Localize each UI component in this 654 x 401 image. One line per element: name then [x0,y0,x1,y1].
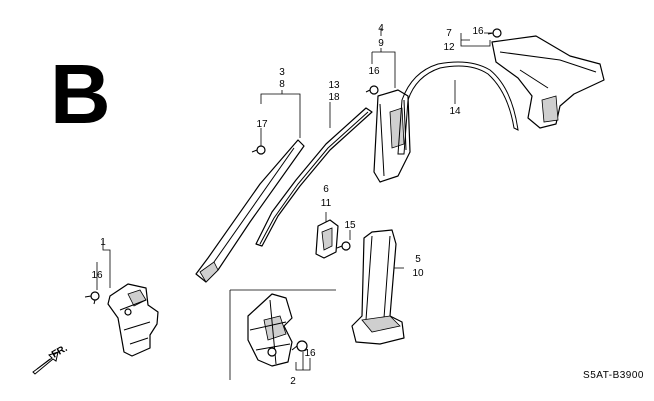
part-center-pillar-lower [351,229,405,345]
callout-3: 3 [279,67,285,78]
callout-18: 18 [328,92,340,103]
part-roof-weatherstrip [397,61,519,155]
callout-16-c: 16 [368,66,380,77]
callout-2: 2 [290,376,296,387]
inset-frame [229,289,336,380]
clip-icon [291,340,308,352]
callout-7: 7 [446,28,452,39]
clip-icon [336,241,351,251]
part-center-pillar-upper [373,89,411,183]
clip-icon [84,291,100,305]
part-rear-pillar-garnish [491,35,605,129]
part-front-pillar-garnish [195,139,305,283]
front-label: FR. [50,343,70,361]
callout-14: 14 [449,106,461,117]
callout-4: 4 [378,23,384,34]
callout-13: 13 [328,80,340,91]
callout-1: 1 [100,237,106,248]
callout-17: 17 [256,119,268,130]
part-lower-front-garnish [107,283,159,357]
callout-16-d: 16 [472,26,484,37]
callout-5: 5 [415,254,421,265]
callout-8: 8 [279,79,285,90]
clip-icon [487,28,502,38]
callout-11: 11 [321,198,332,209]
clip-icon [251,145,266,155]
part-pillar-weatherstrip [255,107,373,247]
section-letter: B [50,47,111,141]
callout-16-b: 16 [304,348,316,359]
callout-16-a: 16 [91,270,103,281]
part-belt-guide [315,219,339,259]
callout-6: 6 [323,184,329,195]
callout-9: 9 [378,38,384,49]
clip-icon [365,85,379,95]
callout-10: 10 [412,268,424,279]
part-bracket [247,293,293,367]
callout-12: 12 [443,42,455,53]
reference-code: S5AT-B3900 [583,370,644,381]
callout-15: 15 [344,220,356,231]
front-arrow-icon [32,351,59,375]
